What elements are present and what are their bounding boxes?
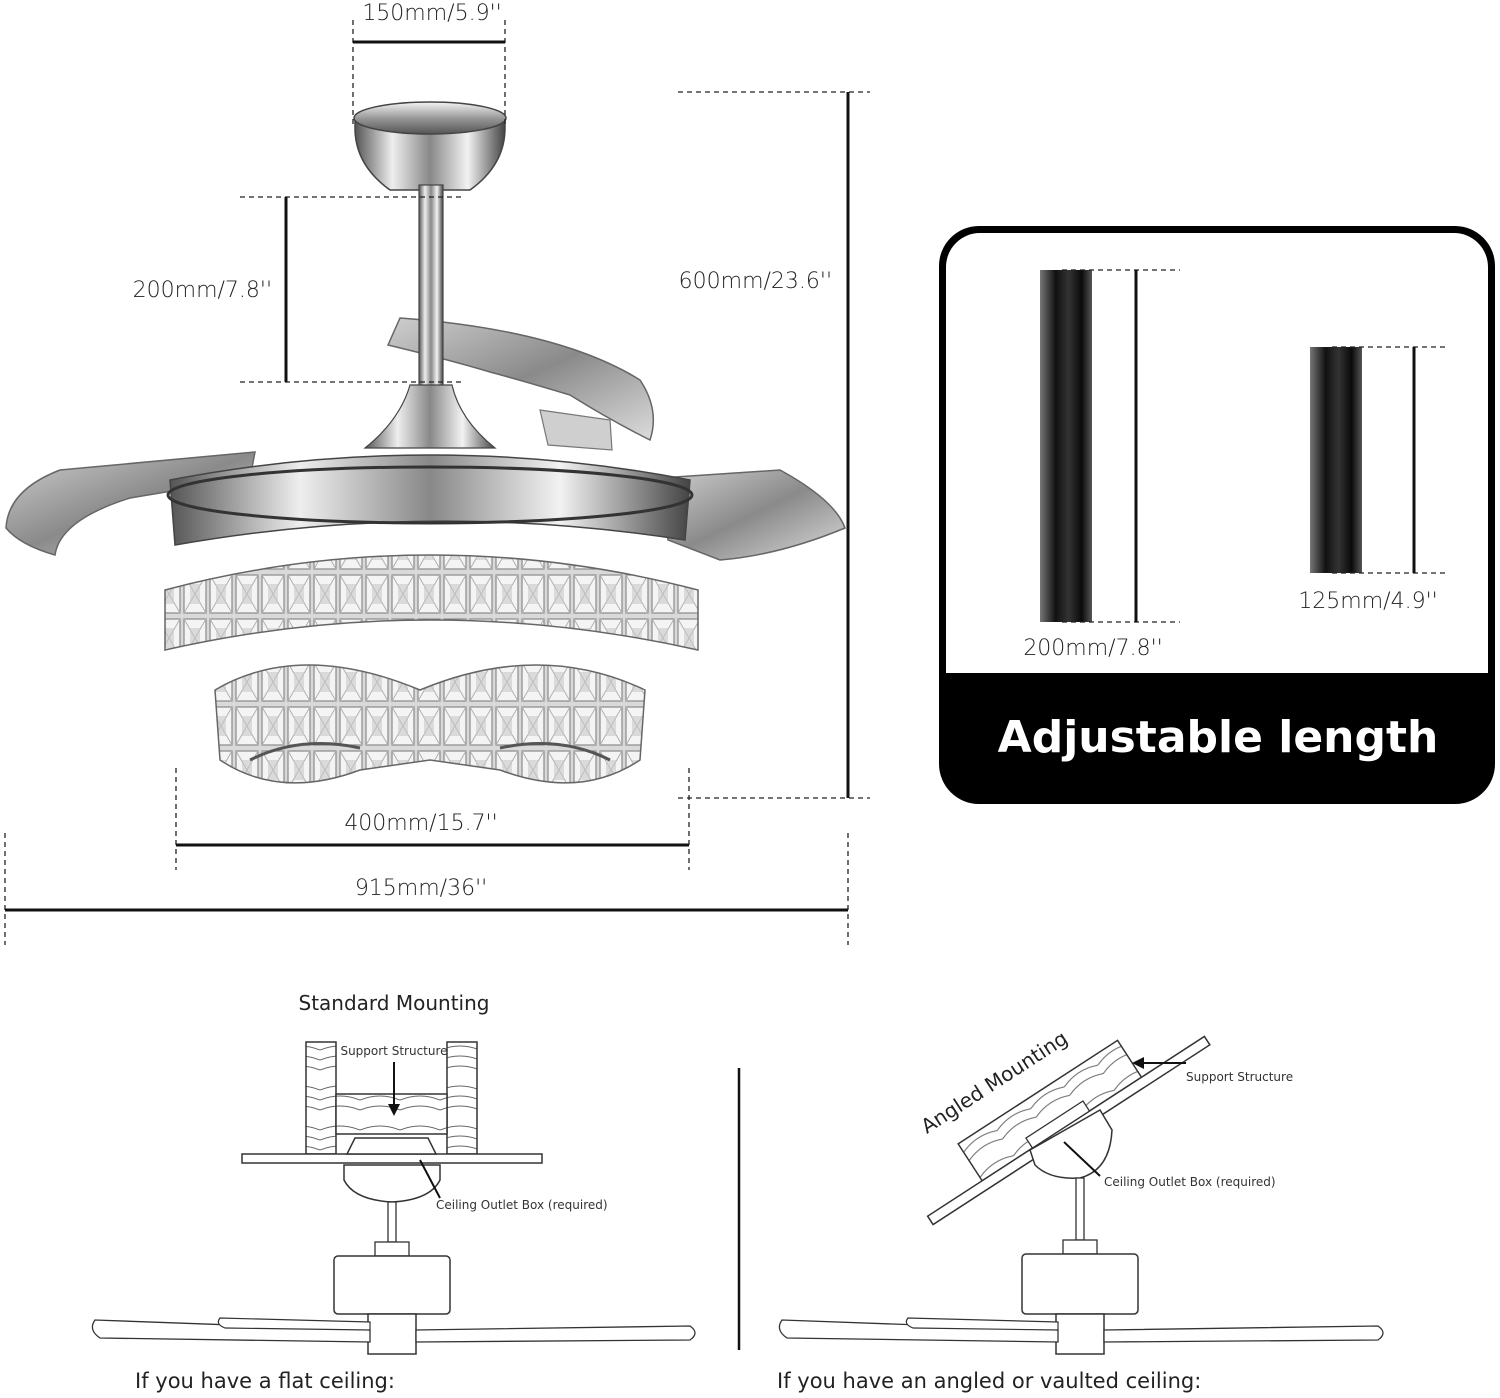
standard-blade-left	[91, 1319, 371, 1343]
fan-blade-right	[659, 469, 846, 561]
fan-downrod	[418, 184, 444, 396]
standard-mounting-diagram: Standard Mounting Support Structure Ceil…	[91, 991, 696, 1393]
angled-blade-right	[1103, 1325, 1384, 1343]
standard-motor	[333, 1255, 451, 1315]
support-brace	[335, 1093, 448, 1135]
standard-support-label: Support Structure	[340, 1044, 447, 1058]
fan-housing-rim	[166, 465, 694, 525]
angled-motor-collar	[1062, 1239, 1098, 1255]
angled-outlet-label: Ceiling Outlet Box (required)	[1104, 1175, 1276, 1189]
standard-blade-back	[217, 1317, 371, 1331]
crystal-ring-lower	[214, 664, 646, 784]
crystal-ring-lower-inner	[249, 742, 611, 762]
fan-canopy-top	[353, 101, 507, 135]
fan-housing-ring	[169, 454, 691, 546]
dimension-lines: 150mm/5.9'' 200mm/7.8'' 600mm/23.6'' 400…	[4, 1, 870, 945]
fan-blade-back-cup	[539, 409, 613, 451]
downrod-length-label: 200mm/7.8''	[133, 278, 272, 303]
angled-mounting-diagram: Angled Mounting Support Structure Ceilin…	[777, 1026, 1384, 1393]
short-downrod	[1310, 347, 1362, 573]
angled-motor	[1021, 1253, 1139, 1315]
standard-downrod	[387, 1201, 397, 1243]
joist-left	[305, 1041, 337, 1155]
long-rod-label: 200mm/7.8''	[1023, 636, 1162, 661]
outlet-box	[345, 1137, 438, 1155]
standard-motor-base	[367, 1313, 417, 1355]
overall-height-label: 600mm/23.6''	[679, 269, 832, 294]
adjustable-length-panel: 200mm/7.8'' 125mm/4.9'' Adjustable lengt…	[939, 226, 1495, 804]
angled-ceiling-caption: If you have an angled or vaulted ceiling…	[777, 1369, 1201, 1393]
outlet-arrow	[419, 1159, 441, 1199]
blade-span-label: 915mm/36''	[355, 876, 487, 901]
standard-motor-collar	[374, 1241, 410, 1257]
long-downrod	[1040, 270, 1092, 622]
angled-motor-base	[1055, 1313, 1105, 1355]
short-rod-label: 125mm/4.9''	[1298, 589, 1437, 614]
canopy-width-label: 150mm/5.9''	[362, 1, 501, 26]
fan-illustration	[5, 101, 846, 784]
angled-outlet-arrow	[1063, 1141, 1101, 1177]
panel-white-area-base	[946, 640, 1488, 673]
crystal-ring-upper	[164, 554, 699, 651]
angled-blade-left	[778, 1319, 1059, 1343]
flat-ceiling-caption: If you have a flat ceiling:	[135, 1369, 395, 1393]
ceiling-board	[241, 1153, 543, 1164]
adjustable-length-banner: Adjustable length	[998, 712, 1439, 763]
standard-blade-right	[415, 1325, 696, 1343]
standard-outlet-label: Ceiling Outlet Box (required)	[436, 1198, 608, 1212]
angled-support-arrowhead	[1132, 1057, 1144, 1069]
fan-motor-neck	[363, 384, 497, 449]
angled-blade-back	[905, 1317, 1059, 1331]
angled-support-label: Support Structure	[1186, 1070, 1293, 1084]
support-arrowhead	[388, 1104, 400, 1116]
light-diameter-label: 400mm/15.7''	[344, 811, 497, 836]
angled-outlet-box	[1025, 1100, 1091, 1149]
fan-blade-back-top	[386, 317, 655, 442]
angled-downrod	[1075, 1177, 1085, 1241]
standard-mounting-title: Standard Mounting	[299, 991, 490, 1015]
joist-right	[446, 1041, 478, 1155]
